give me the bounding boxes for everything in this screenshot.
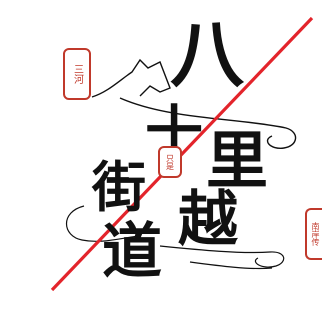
seal-center-text: 只是 bbox=[165, 154, 175, 170]
cloud-lines-right bbox=[159, 245, 285, 268]
red-slash bbox=[50, 16, 314, 292]
cloud-swirl-left bbox=[66, 205, 141, 242]
sweep-line-upper bbox=[119, 97, 297, 149]
char-yue: 越 bbox=[178, 185, 238, 255]
seal-top-left-text: 三河 bbox=[71, 64, 83, 84]
char-jie: 街 bbox=[92, 155, 146, 219]
char-ba: 八 bbox=[170, 12, 244, 98]
seal-right: 南岸传 bbox=[305, 208, 322, 260]
seal-right-text: 南岸传 bbox=[311, 222, 320, 246]
char-dao: 道 bbox=[102, 217, 162, 287]
seal-center: 只是 bbox=[158, 146, 182, 178]
char-li: 里 bbox=[206, 124, 269, 197]
seal-top-left: 三河 bbox=[63, 48, 91, 100]
mountain-outline bbox=[91, 58, 171, 98]
cloud-lines-right-2 bbox=[189, 261, 273, 270]
